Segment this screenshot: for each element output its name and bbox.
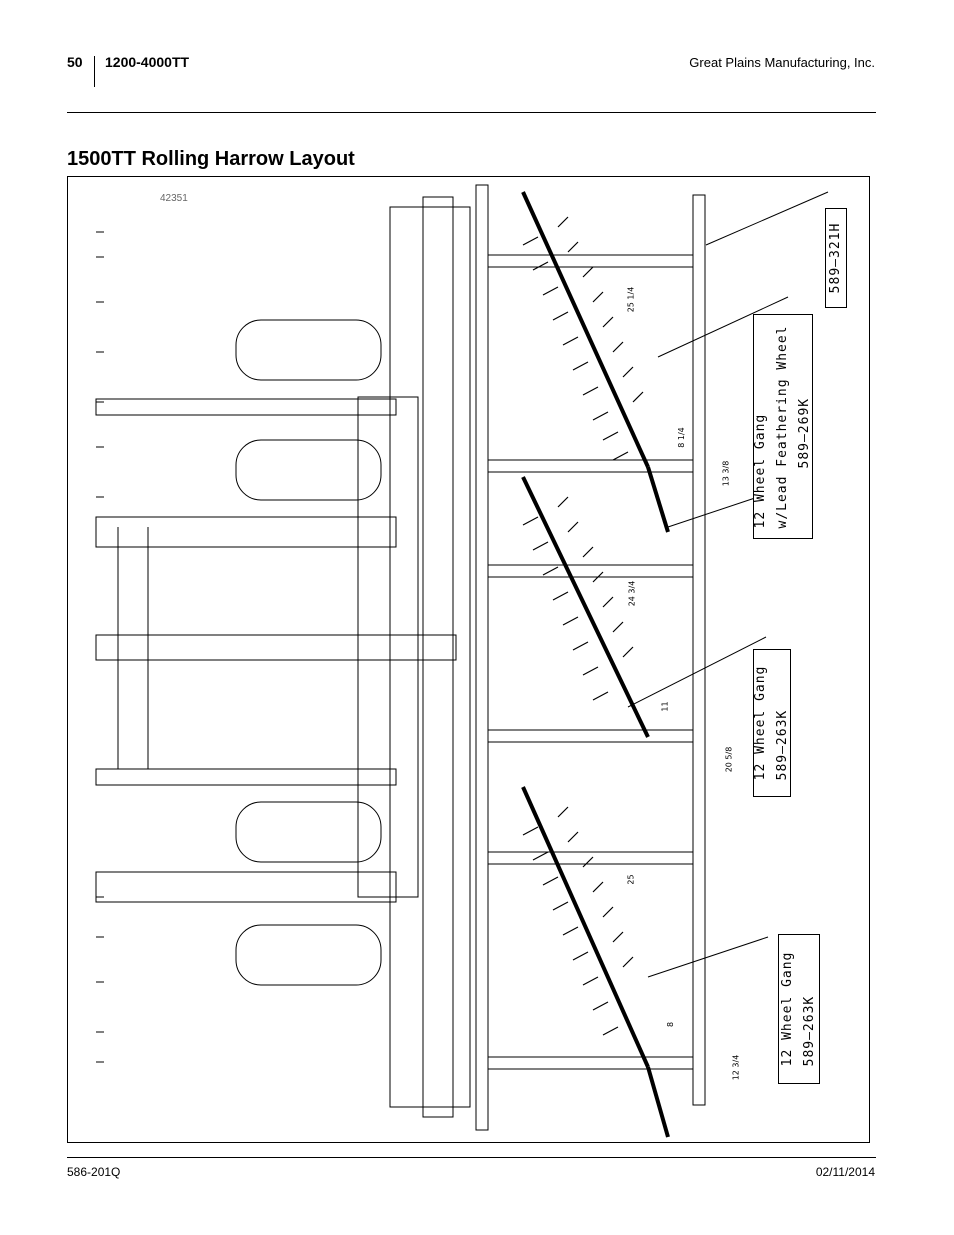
harrow-frame-rail xyxy=(692,194,706,1106)
callout-589-321h: 589–321H xyxy=(825,208,847,308)
frame-bar xyxy=(95,768,397,786)
header-divider xyxy=(94,56,95,87)
harrow-crossbar xyxy=(487,564,694,578)
harrow-crossbar xyxy=(487,1056,694,1070)
rear-bar xyxy=(475,184,489,1131)
document-number: 586-201Q xyxy=(67,1165,121,1179)
callout-line: 589–263K xyxy=(775,709,790,781)
center-bar xyxy=(95,634,457,661)
dimension-label: 24 3/4 xyxy=(627,580,637,607)
page-title: 1500TT Rolling Harrow Layout xyxy=(67,148,355,170)
dimension-label: 8 xyxy=(666,1021,676,1028)
callout-line: w/Lead Feathering Wheel xyxy=(775,324,790,529)
main-frame xyxy=(357,396,419,898)
tire xyxy=(235,319,382,381)
tire xyxy=(235,924,382,986)
harrow-crossbar xyxy=(487,254,694,268)
callout-line: 589–269K xyxy=(797,397,812,469)
callout-gang-feathering: 12 Wheel Gang w/Lead Feathering Wheel 58… xyxy=(753,314,813,539)
dimension-label: 20 5/8 xyxy=(724,746,734,773)
callout-line: 12 Wheel Gang xyxy=(753,413,768,529)
dimension-label: 25 1/4 xyxy=(626,286,636,313)
callout-line: 589–263K xyxy=(802,995,817,1067)
harrow-layout-figure: 42351 589–321H 12 Wheel Gang w/Lead Feat… xyxy=(67,176,870,1143)
frame-bar xyxy=(95,871,397,903)
callout-gang-3: 12 Wheel Gang 589–263K xyxy=(778,934,820,1084)
tire xyxy=(235,439,382,501)
company-name: Great Plains Manufacturing, Inc. xyxy=(689,55,875,70)
figure-id: 42351 xyxy=(160,193,188,204)
dimension-label: 12 3/4 xyxy=(731,1054,741,1081)
callout-text-block: 12 Wheel Gang 589–263K xyxy=(750,666,794,781)
tire xyxy=(235,801,382,863)
harrow-crossbar xyxy=(487,459,694,473)
callout-text-block: 12 Wheel Gang 589–263K xyxy=(777,952,821,1067)
callout-gang-2: 12 Wheel Gang 589–263K xyxy=(753,649,791,797)
harrow-drawing xyxy=(95,184,829,1138)
dimension-label: 13 3/8 xyxy=(721,460,731,487)
callout-line: 12 Wheel Gang xyxy=(753,665,768,781)
spring-bar xyxy=(422,196,454,1118)
header-rule xyxy=(67,112,876,113)
dimension-label: 25 xyxy=(626,874,636,885)
callout-text: 589–321H xyxy=(828,222,843,294)
tool-bar xyxy=(389,206,471,1108)
frame-bar xyxy=(95,398,397,416)
page-number: 50 xyxy=(67,54,83,70)
footer-rule xyxy=(67,1157,876,1158)
callout-text-block: 12 Wheel Gang w/Lead Feathering Wheel 58… xyxy=(750,325,816,528)
harrow-crossbar xyxy=(487,851,694,865)
harrow-crossbar xyxy=(487,729,694,743)
model-name: 1200-4000TT xyxy=(105,54,190,70)
frame-bar xyxy=(95,516,397,548)
dimension-label: 11 xyxy=(660,701,670,712)
callout-line: 12 Wheel Gang xyxy=(780,951,795,1067)
publication-date: 02/11/2014 xyxy=(815,1165,875,1179)
dimension-label: 8 1/4 xyxy=(676,427,686,448)
